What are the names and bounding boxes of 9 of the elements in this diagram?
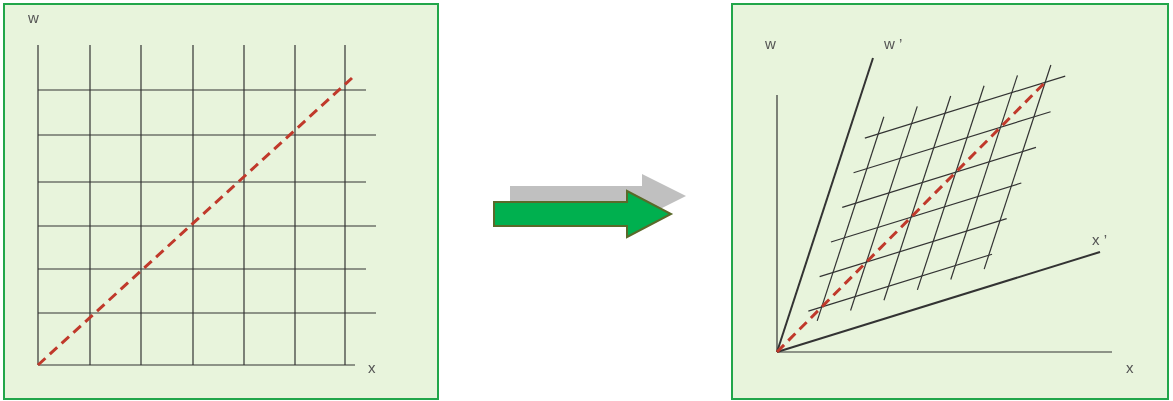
axis-label: w <box>28 10 39 26</box>
axis-label: w ’ <box>884 36 903 52</box>
axis-label: x <box>368 360 376 376</box>
diagram-panel <box>731 3 1169 400</box>
block-arrow <box>493 189 674 239</box>
axis-label: x ’ <box>1092 232 1107 248</box>
axis-label: w <box>765 36 776 52</box>
diagram-panel <box>3 3 439 400</box>
axis-label: x <box>1126 360 1134 376</box>
